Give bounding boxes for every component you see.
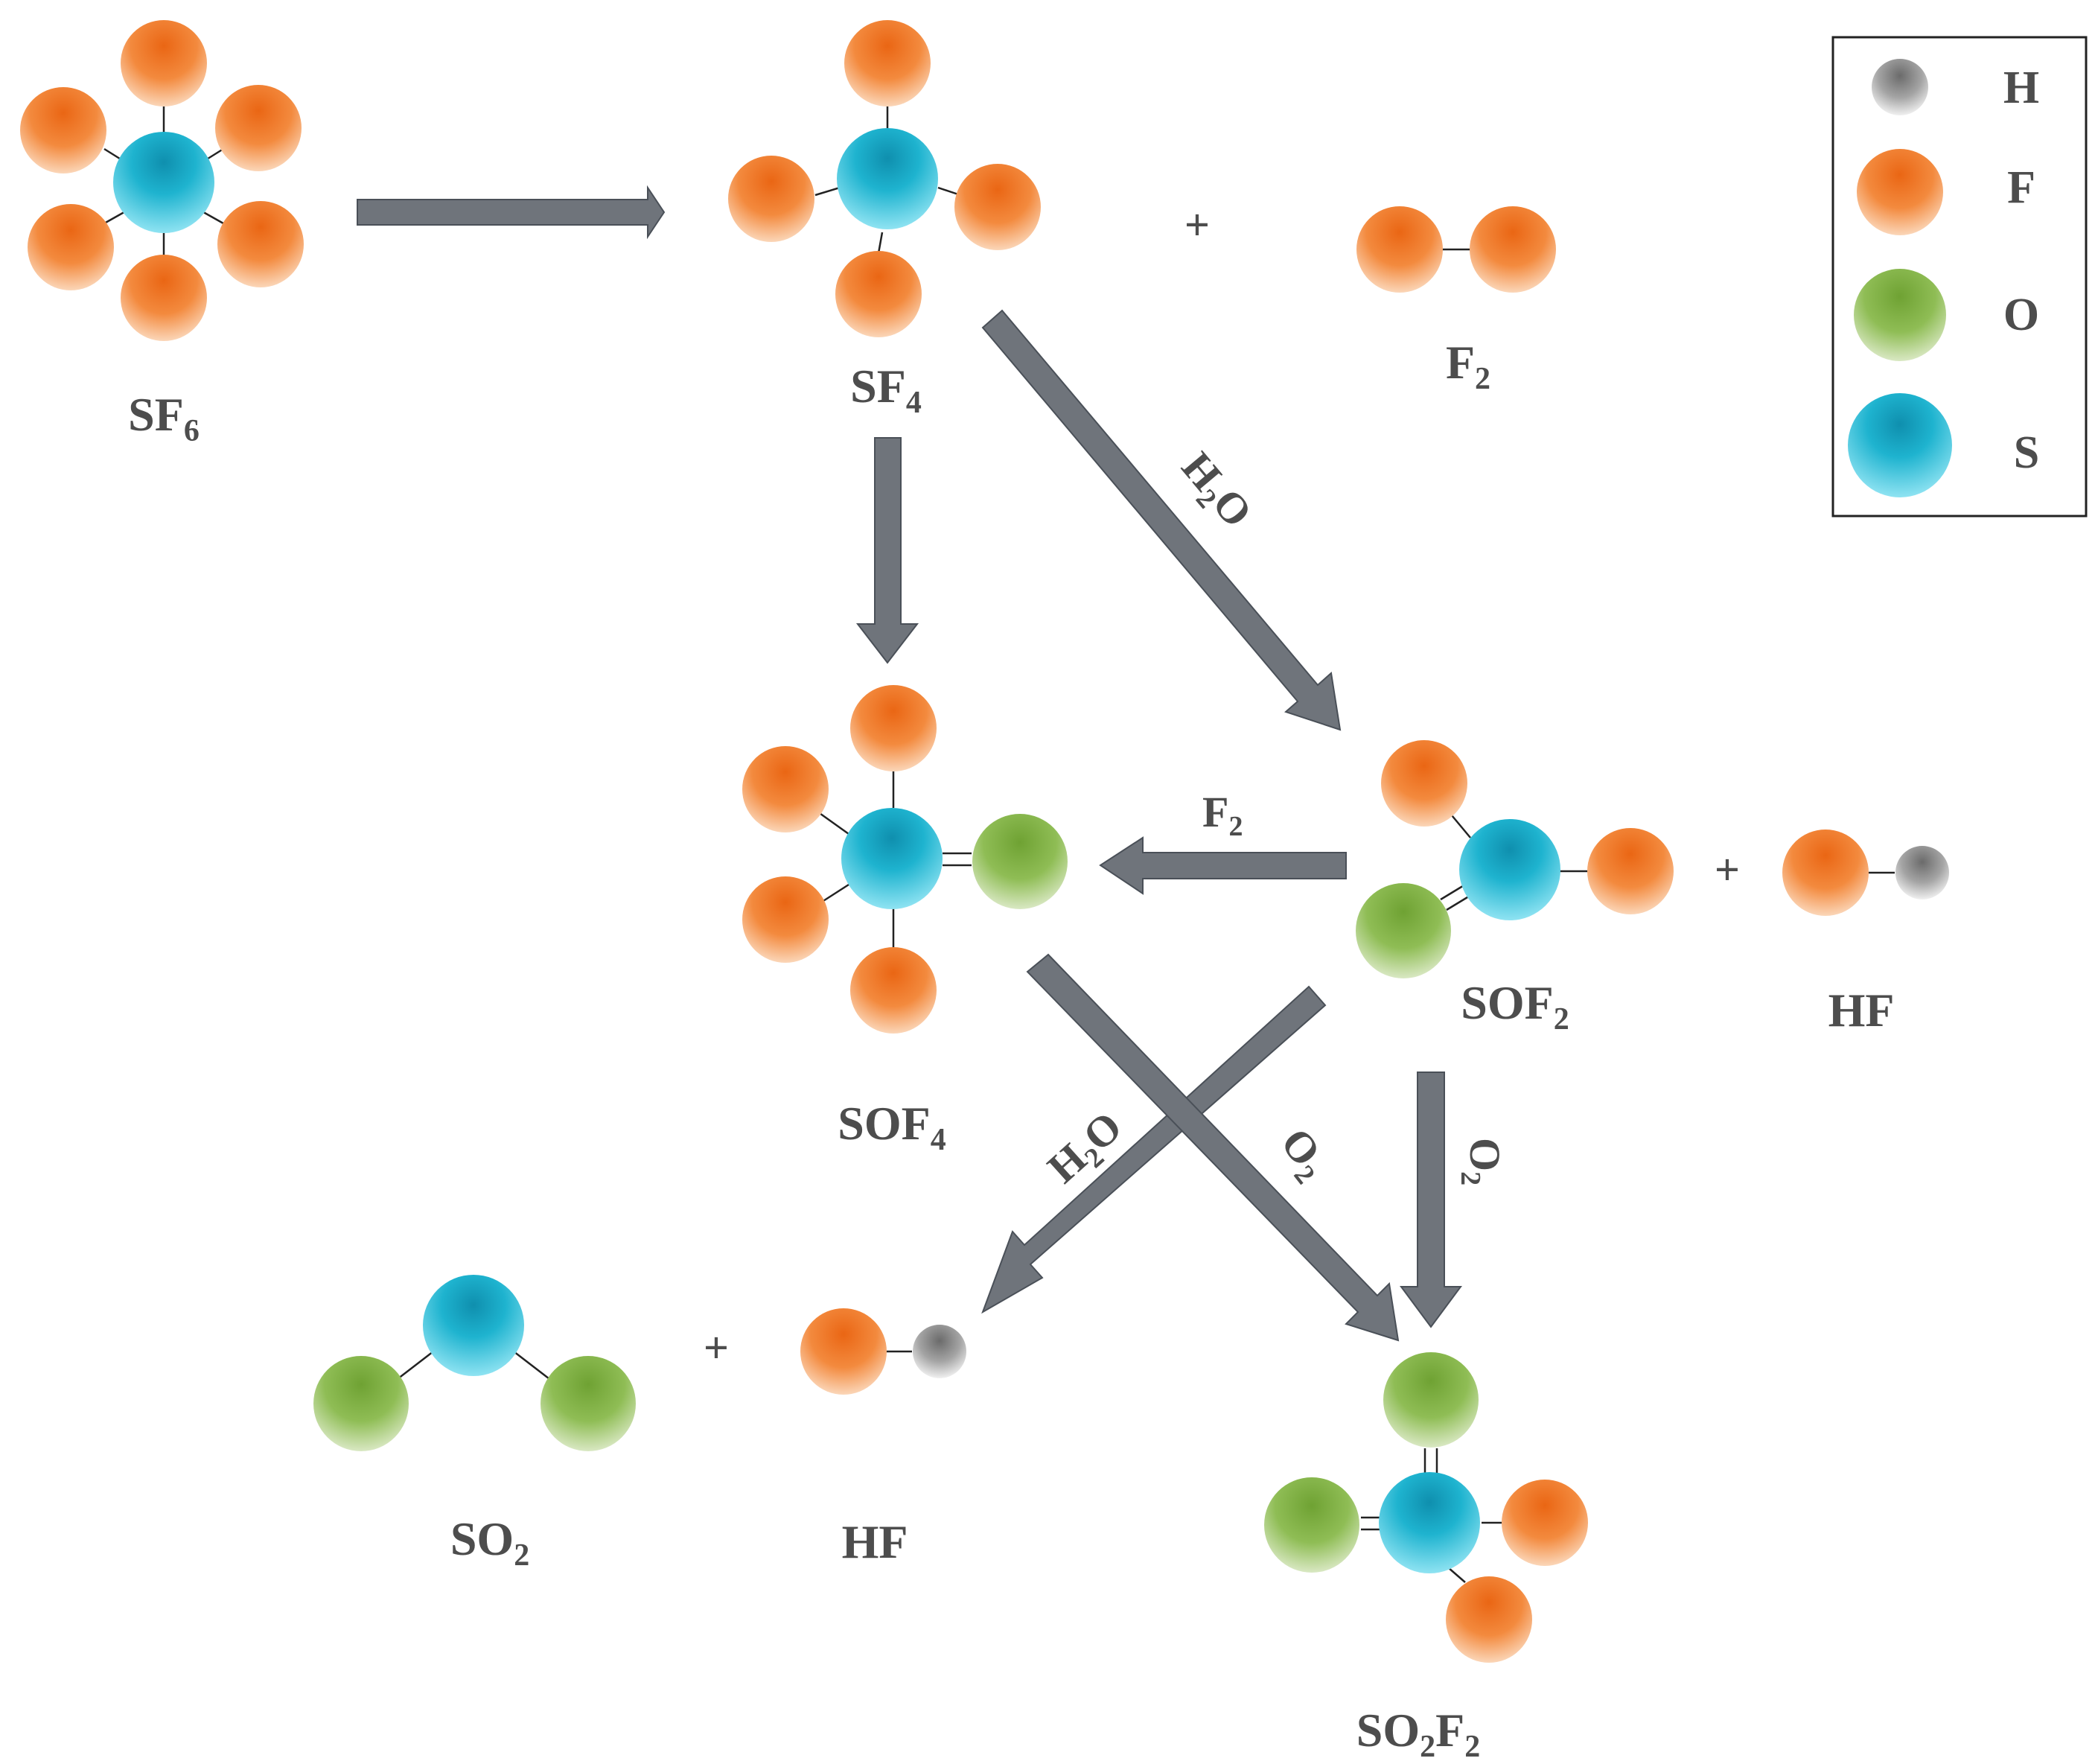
reagent-f2-sof2-sof4: F2 xyxy=(1202,788,1243,842)
oxygen-atom xyxy=(313,1356,409,1451)
oxygen-atom xyxy=(1383,1352,1479,1448)
reagent-o2-sof2-so2f2: O2 xyxy=(1455,1138,1509,1185)
sulfur-atom xyxy=(1379,1472,1480,1573)
label-so2f2: SO2F2 xyxy=(1356,1704,1480,1764)
arrow-sf4-to-sof4 xyxy=(855,437,919,664)
sulfur-atom xyxy=(423,1275,524,1376)
molecule-hf-right xyxy=(1782,830,1949,916)
molecule-sof4 xyxy=(742,685,1068,1034)
sulfur-atom xyxy=(837,128,938,229)
label-sf6: SF6 xyxy=(128,388,200,448)
molecule-hf-bottom xyxy=(800,1308,966,1395)
hydrogen-atom xyxy=(913,1325,966,1378)
fluorine-atom xyxy=(1356,206,1443,293)
fluorine-atom xyxy=(215,85,302,171)
fluorine-atom xyxy=(844,20,931,106)
arrow-sof2-to-sof4 xyxy=(1099,836,1347,895)
legend-label-o: O xyxy=(2003,290,2039,340)
arrows xyxy=(357,185,1462,1342)
fluorine-atom xyxy=(121,255,207,341)
fluorine-atom xyxy=(1587,828,1674,914)
oxygen-atom xyxy=(1264,1477,1359,1573)
arrow-sof4-to-so2f2 xyxy=(1026,953,1400,1342)
molecule-so2 xyxy=(313,1275,636,1451)
fluorine-atom xyxy=(1446,1576,1532,1663)
sulfur-atom xyxy=(1459,819,1560,920)
fluorine-atom xyxy=(742,746,829,832)
arrow-sof2-to-hf xyxy=(981,985,1327,1314)
label-so2: SO2 xyxy=(450,1512,529,1573)
legend-label-s: S xyxy=(2014,427,2039,478)
label-hf-bottom: HF xyxy=(842,1515,908,1568)
arrow-sof2-to-so2f2 xyxy=(1400,1072,1462,1328)
fluorine-atom xyxy=(850,947,937,1034)
fluorine-atom xyxy=(1782,830,1869,916)
legend: H F O S xyxy=(1831,36,2088,518)
plus-sign: + xyxy=(1184,200,1210,249)
oxygen-atom xyxy=(972,814,1068,909)
fluorine-atom xyxy=(1502,1480,1588,1566)
molecule-sf4 xyxy=(728,20,1041,337)
label-sf4: SF4 xyxy=(850,360,922,420)
fluorine-atom xyxy=(850,685,937,771)
fluorine-atom xyxy=(121,20,207,106)
oxygen-atom xyxy=(541,1356,636,1451)
fluorine-atom xyxy=(800,1308,887,1395)
fluorine-atom xyxy=(1470,206,1556,293)
fluorine-atom xyxy=(217,201,304,287)
legend-fluorine-swatch xyxy=(1857,149,1943,235)
label-sof4: SOF4 xyxy=(838,1097,946,1157)
arrow-sf4-to-sof2 xyxy=(981,309,1342,731)
molecule-so2f2 xyxy=(1264,1352,1588,1663)
fluorine-atom xyxy=(1381,740,1467,827)
oxygen-atom xyxy=(1356,883,1451,978)
svg-text:O2: O2 xyxy=(1267,1119,1339,1190)
fluorine-atom xyxy=(742,876,829,963)
reagent-o2-sof4-so2f2: O2 xyxy=(1267,1119,1339,1190)
legend-sulfur-swatch xyxy=(1848,393,1952,497)
legend-oxygen-swatch xyxy=(1854,269,1946,361)
fluorine-atom xyxy=(954,164,1041,250)
molecule-sof2 xyxy=(1356,740,1674,978)
fluorine-atom xyxy=(728,156,814,242)
label-sof2: SOF2 xyxy=(1461,976,1569,1037)
fluorine-atom xyxy=(20,87,106,173)
legend-label-f: F xyxy=(2007,162,2035,213)
svg-text:O2: O2 xyxy=(1455,1138,1509,1185)
molecule-f2 xyxy=(1356,206,1556,293)
sulfur-atom xyxy=(113,132,214,233)
molecule-sf6 xyxy=(20,20,304,341)
hydrogen-atom xyxy=(1895,846,1949,899)
arrow-sf6-to-sf4 xyxy=(357,185,666,240)
fluorine-atom xyxy=(835,251,922,337)
plus-sign: + xyxy=(1715,845,1740,894)
label-hf-right: HF xyxy=(1828,984,1895,1037)
fluorine-atom xyxy=(28,204,114,290)
label-f2: F2 xyxy=(1446,336,1490,396)
legend-label-h: H xyxy=(2003,63,2039,113)
legend-hydrogen-swatch xyxy=(1872,59,1928,115)
plus-sign: + xyxy=(704,1323,729,1372)
sulfur-atom xyxy=(841,808,943,909)
